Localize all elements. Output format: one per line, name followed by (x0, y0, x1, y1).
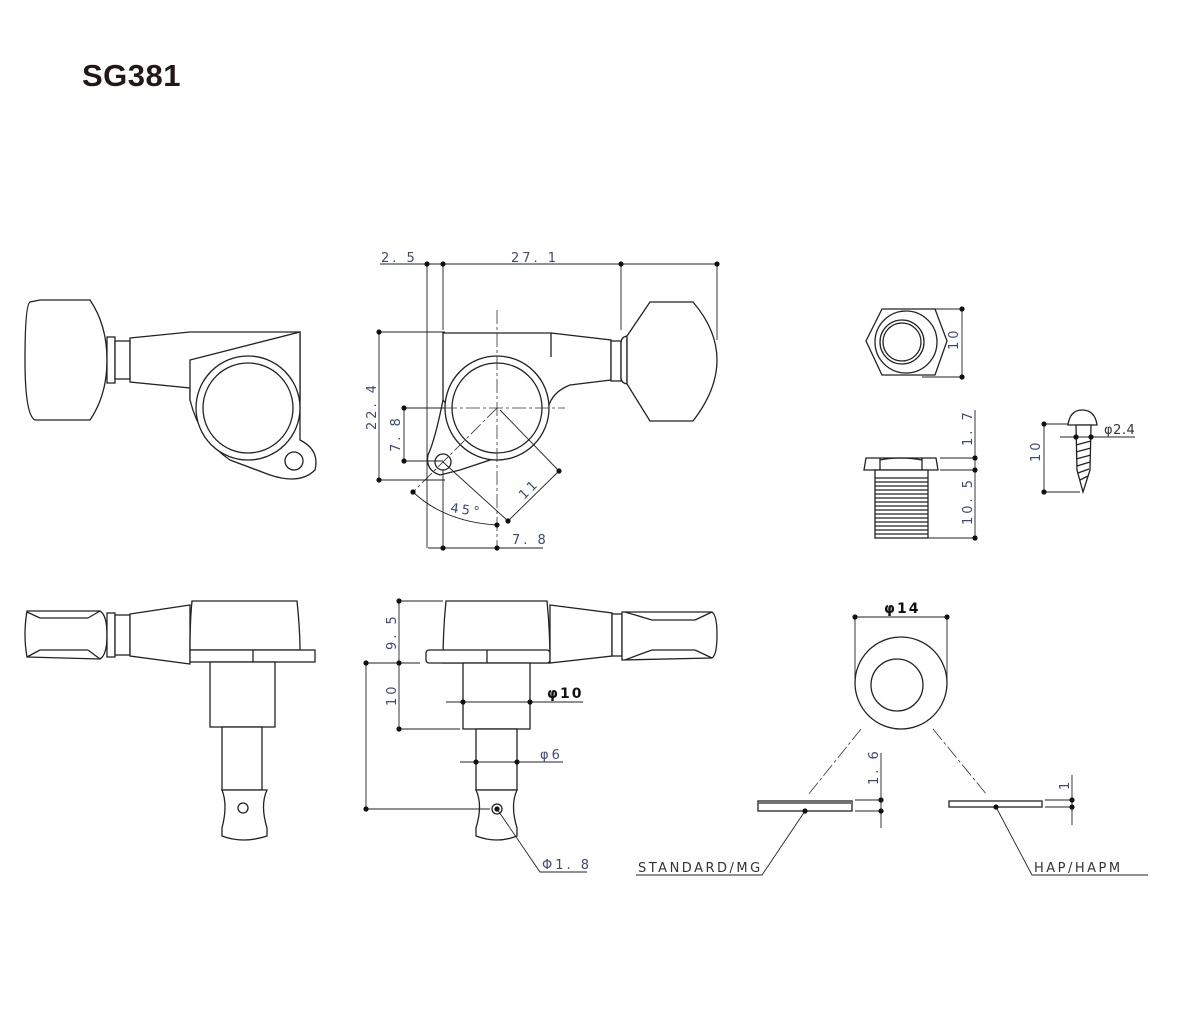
dim-string-hole: Φ1. 8 (542, 858, 592, 873)
bushing-side-view: 1. 7 10. 5 (863, 409, 978, 541)
dim-screw-diameter: φ2.4 (1104, 423, 1135, 438)
dim-washer-std-thickness: 1. 6 (867, 748, 882, 785)
dim-hole-offset: 7. 8 (512, 533, 549, 548)
dim-nut-width: 10 (947, 327, 962, 350)
mounting-screw: 10 φ2.4 (1029, 409, 1135, 495)
dim-post-diameter: φ10 (547, 686, 583, 702)
hex-nut-top-view: 10 (865, 306, 965, 380)
dim-hole-height: 7. 8 (389, 415, 404, 452)
dim-washer-diameter: φ14 (884, 601, 920, 617)
model-title: SG381 (82, 58, 182, 93)
dim-length: 27. 1 (511, 251, 559, 266)
dim-offset: 2. 5 (381, 251, 418, 266)
tuner-front-view-left (24, 299, 317, 480)
dim-shaft-diameter: φ6 (540, 748, 563, 763)
tuner-side-view-dimensioned: 9. 5 10 φ10 φ6 Φ1. 8 (363, 598, 718, 873)
dim-height: 22. 4 (365, 382, 380, 430)
dim-nut-thread: 10. 5 (961, 477, 976, 525)
dim-post-length: 10 (385, 683, 400, 706)
dim-washer-hap-thickness: 1 (1058, 779, 1073, 790)
dim-body-height: 9. 5 (385, 613, 400, 650)
tuner-front-view-dimensioned: 2. 5 27. 1 22. 4 7. 8 45° 11 7. 8 (365, 251, 720, 551)
dim-angle: 45° (449, 501, 483, 520)
label-washer-hap: HAP/HAPM (1034, 861, 1123, 876)
dim-nut-flange: 1. 7 (961, 409, 976, 446)
dim-screw-length: 10 (1029, 439, 1044, 462)
thread-lines (875, 477, 928, 535)
tuner-side-view-left (24, 600, 316, 841)
dim-radius: 11 (516, 476, 543, 503)
label-washer-standard: STANDARD/MG (638, 861, 763, 876)
washer: φ14 1. 6 1 STANDARD/MG HAP/HAPM (636, 601, 1148, 876)
